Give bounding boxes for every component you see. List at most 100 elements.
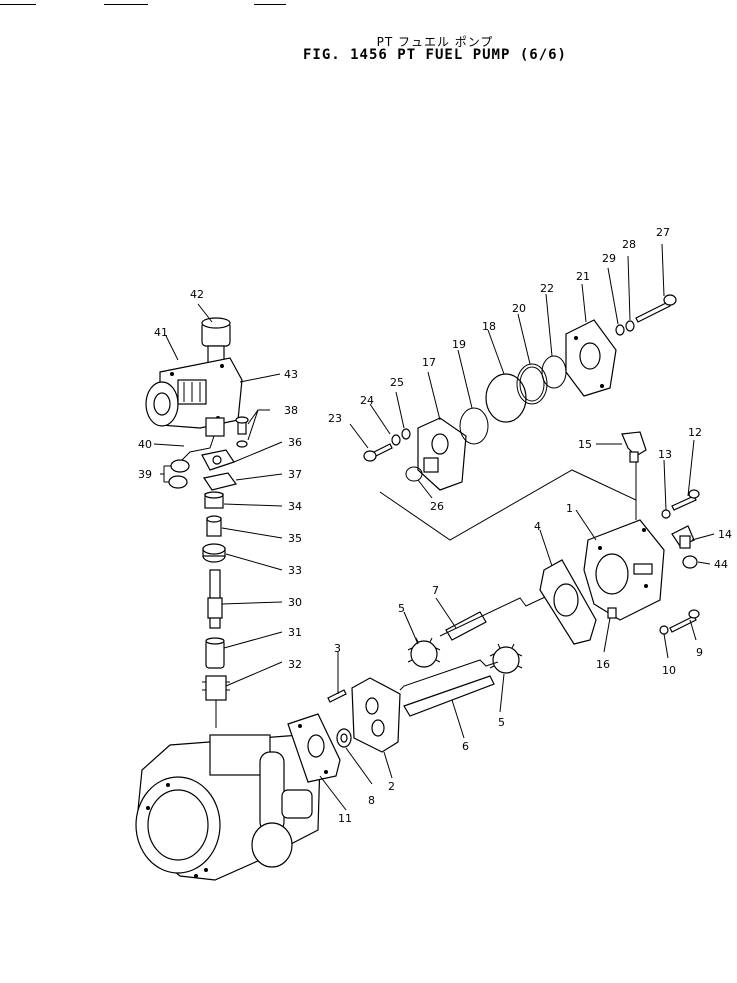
part-22-oring (541, 355, 567, 389)
callout-42: 42 (190, 288, 204, 301)
callout-17: 17 (422, 356, 436, 369)
part-24-washer (391, 434, 401, 446)
part-35-collar (206, 515, 222, 537)
callout-5b: 5 (498, 716, 505, 729)
callout-21: 21 (576, 270, 590, 283)
part-31-bushing (205, 637, 225, 669)
part-15-fitting (621, 431, 647, 463)
callout-1: 1 (566, 502, 573, 515)
callout-15: 15 (578, 438, 592, 451)
part-32-gear (202, 675, 230, 701)
callout-40: 40 (138, 438, 152, 451)
part-7-shaft (445, 611, 487, 641)
part-18-disc (485, 373, 527, 423)
centerline-upper (439, 589, 561, 637)
figure-title-japanese: PT フュエル ポンプ (376, 35, 494, 49)
callout-5a: 5 (398, 602, 405, 615)
callout-16: 16 (596, 658, 610, 671)
callout-39: 39 (138, 468, 152, 481)
part-8-seal (336, 728, 352, 748)
part-33-bearing (202, 543, 226, 563)
callout-22: 22 (540, 282, 554, 295)
leader-lines (153, 243, 715, 811)
fuel-pump-main-body (135, 700, 321, 881)
part-20-oring (516, 363, 548, 405)
part-38-screw (235, 416, 249, 448)
callout-11: 11 (338, 812, 352, 825)
part-44-nut (682, 555, 698, 569)
callout-3: 3 (334, 642, 341, 655)
part-39-grommets (168, 459, 190, 489)
callout-2: 2 (388, 780, 395, 793)
callout-32: 32 (288, 658, 302, 671)
part-12-bolt (671, 489, 700, 511)
part-2-gear-housing (351, 677, 401, 753)
callout-29: 29 (602, 252, 616, 265)
part-37-gasket (203, 472, 238, 491)
part-21-flange (565, 319, 617, 397)
callout-43: 43 (284, 368, 298, 381)
part-27-bolt (635, 294, 677, 323)
callout-25: 25 (390, 376, 404, 389)
part-29-washer (615, 324, 625, 336)
part-11-gasket (287, 713, 341, 783)
callout-30: 30 (288, 596, 302, 609)
part-36-flange (201, 449, 235, 471)
part-6-drive-shaft (403, 675, 495, 717)
part-1-pump-housing (583, 519, 665, 621)
callout-13: 13 (658, 448, 672, 461)
callout-34: 34 (288, 500, 302, 513)
callout-41: 41 (154, 326, 168, 339)
part-40-wire (179, 435, 215, 463)
callout-18: 18 (482, 320, 496, 333)
callout-26: 26 (430, 500, 444, 513)
callout-31: 31 (288, 626, 302, 639)
callout-19: 19 (452, 338, 466, 351)
callout-9: 9 (696, 646, 703, 659)
part-13-washer (661, 509, 671, 519)
part-17-cover (417, 417, 467, 491)
part-5-gear-upper (407, 637, 441, 668)
callout-35: 35 (288, 532, 302, 545)
part-5-gear-lower (489, 643, 523, 674)
part-28-washer (625, 320, 635, 332)
callout-23: 23 (328, 412, 342, 425)
callout-14: 14 (718, 528, 732, 541)
centerline-lower (399, 659, 499, 691)
callout-36: 36 (288, 436, 302, 449)
callout-38: 38 (284, 404, 298, 417)
top-rule-2 (104, 4, 148, 5)
figure-title: FIG. 1456 PT FUEL PUMP (6/6) (302, 47, 567, 63)
callout-labels: 1 2 3 4 5 5 6 7 8 9 10 11 12 13 14 15 16… (138, 226, 732, 825)
callout-10: 10 (662, 664, 676, 677)
callout-6: 6 (462, 740, 469, 753)
callout-8: 8 (368, 794, 375, 807)
part-23-bolt (363, 443, 393, 462)
part-30-shaft (207, 569, 223, 629)
callout-24: 24 (360, 394, 374, 407)
part-26-oring (405, 466, 423, 482)
part-10-washer (659, 625, 669, 635)
assembly-boundary-line (379, 469, 637, 541)
part-4-gasket (539, 559, 597, 645)
callout-27: 27 (656, 226, 670, 239)
top-rule-3 (254, 4, 286, 5)
part-19-oring (459, 407, 489, 445)
callout-12: 12 (688, 426, 702, 439)
part-34-seal (204, 491, 224, 509)
callout-28: 28 (622, 238, 636, 251)
part-3-pin (327, 689, 347, 703)
callout-4: 4 (534, 520, 541, 533)
callout-33: 33 (288, 564, 302, 577)
part-25-washer (401, 428, 411, 440)
callout-7: 7 (432, 584, 439, 597)
part-16-plug (607, 607, 617, 619)
callout-20: 20 (512, 302, 526, 315)
part-41-housing (145, 357, 243, 437)
top-rule-1 (0, 4, 36, 5)
part-9-bolt (669, 609, 700, 633)
callout-44: 44 (714, 558, 728, 571)
part-14-elbow (671, 525, 695, 549)
callout-37: 37 (288, 468, 302, 481)
